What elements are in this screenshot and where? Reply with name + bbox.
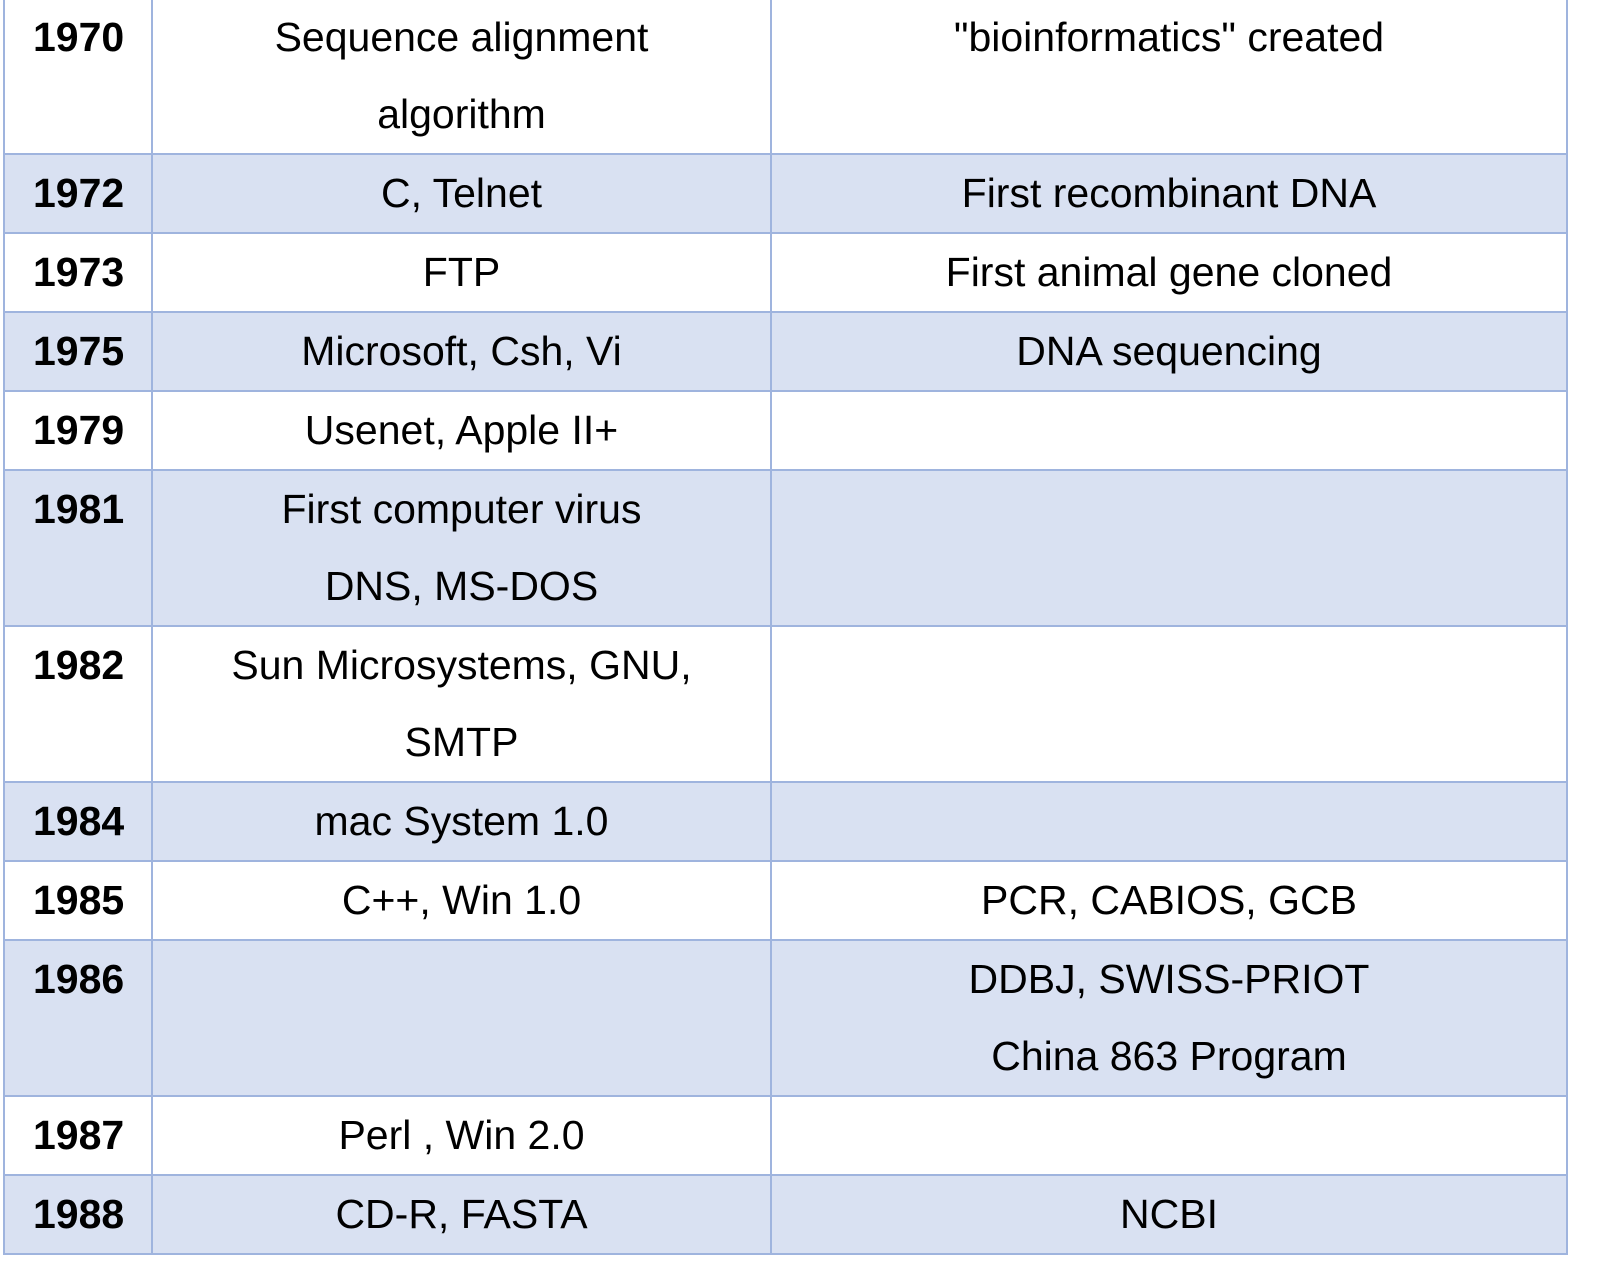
biology-line: China 863 Program — [991, 1033, 1347, 1079]
year-cell: 1984 — [3, 781, 153, 862]
biology-line: DDBJ, SWISS-PRIOT — [968, 956, 1370, 1002]
computing-cell: Sun Microsystems, GNU, SMTP — [151, 625, 772, 783]
timeline-table: 1970 Sequence alignment algorithm "bioin… — [3, 0, 1568, 1255]
computing-cell: Microsoft, Csh, Vi — [151, 311, 772, 392]
biology-line: DNA sequencing — [1016, 328, 1322, 374]
biology-line: First recombinant DNA — [961, 170, 1377, 216]
computing-line: Perl , Win 2.0 — [338, 1112, 585, 1158]
year-cell: 1975 — [3, 311, 153, 392]
year-cell: 1987 — [3, 1095, 153, 1176]
computing-line: Sequence alignment — [274, 14, 649, 60]
computing-cell: FTP — [151, 232, 772, 313]
computing-cell: First computer virus DNS, MS-DOS — [151, 469, 772, 627]
computing-line: DNS, MS-DOS — [324, 563, 599, 609]
biology-cell — [770, 469, 1568, 627]
table-row: 1975 Microsoft, Csh, Vi DNA sequencing — [3, 311, 1568, 392]
year-cell: 1988 — [3, 1174, 153, 1255]
computing-line: C++, Win 1.0 — [341, 877, 582, 923]
computing-cell: CD-R, FASTA — [151, 1174, 772, 1255]
table-row: 1973 FTP First animal gene cloned — [3, 232, 1568, 313]
year-cell: 1970 — [3, 0, 153, 155]
computing-cell: C, Telnet — [151, 153, 772, 234]
biology-cell: "bioinformatics" created — [770, 0, 1568, 155]
biology-line: NCBI — [1120, 1191, 1218, 1237]
computing-cell — [151, 939, 772, 1097]
table-row: 1988 CD-R, FASTA NCBI — [3, 1174, 1568, 1255]
year-cell: 1985 — [3, 860, 153, 941]
computing-line: C, Telnet — [380, 170, 543, 216]
biology-cell: First animal gene cloned — [770, 232, 1568, 313]
biology-cell: First recombinant DNA — [770, 153, 1568, 234]
biology-cell — [770, 1095, 1568, 1176]
biology-cell: DDBJ, SWISS-PRIOT China 863 Program — [770, 939, 1568, 1097]
computing-line: Sun Microsystems, GNU, — [231, 642, 692, 688]
computing-cell: Perl , Win 2.0 — [151, 1095, 772, 1176]
biology-line: First animal gene cloned — [945, 249, 1393, 295]
table-row: 1970 Sequence alignment algorithm "bioin… — [3, 0, 1568, 155]
computing-cell: C++, Win 1.0 — [151, 860, 772, 941]
biology-cell: NCBI — [770, 1174, 1568, 1255]
computing-cell: Usenet, Apple II+ — [151, 390, 772, 471]
biology-line: "bioinformatics" created — [953, 14, 1385, 60]
biology-cell: PCR, CABIOS, GCB — [770, 860, 1568, 941]
computing-line: FTP — [422, 249, 501, 295]
year-cell: 1982 — [3, 625, 153, 783]
computing-line: mac System 1.0 — [314, 798, 609, 844]
year-cell: 1986 — [3, 939, 153, 1097]
computing-cell: mac System 1.0 — [151, 781, 772, 862]
table-row: 1984 mac System 1.0 — [3, 781, 1568, 862]
year-cell: 1979 — [3, 390, 153, 471]
table-row: 1972 C, Telnet First recombinant DNA — [3, 153, 1568, 234]
table-row: 1979 Usenet, Apple II+ — [3, 390, 1568, 471]
table-row: 1981 First computer virus DNS, MS-DOS — [3, 469, 1568, 627]
year-cell: 1973 — [3, 232, 153, 313]
table-row: 1982 Sun Microsystems, GNU, SMTP — [3, 625, 1568, 783]
computing-line: algorithm — [377, 91, 546, 137]
biology-cell — [770, 625, 1568, 783]
computing-line: Microsoft, Csh, Vi — [301, 328, 622, 374]
year-cell: 1981 — [3, 469, 153, 627]
computing-line: Usenet, Apple II+ — [304, 407, 619, 453]
computing-cell: Sequence alignment algorithm — [151, 0, 772, 155]
table-row: 1985 C++, Win 1.0 PCR, CABIOS, GCB — [3, 860, 1568, 941]
computing-line: First computer virus — [281, 486, 642, 532]
computing-line: CD-R, FASTA — [335, 1191, 588, 1237]
biology-cell — [770, 390, 1568, 471]
biology-line: PCR, CABIOS, GCB — [981, 877, 1357, 923]
computing-line: SMTP — [404, 719, 519, 765]
table-row: 1987 Perl , Win 2.0 — [3, 1095, 1568, 1176]
table-row: 1986 DDBJ, SWISS-PRIOT China 863 Program — [3, 939, 1568, 1097]
year-cell: 1972 — [3, 153, 153, 234]
biology-cell: DNA sequencing — [770, 311, 1568, 392]
biology-cell — [770, 781, 1568, 862]
